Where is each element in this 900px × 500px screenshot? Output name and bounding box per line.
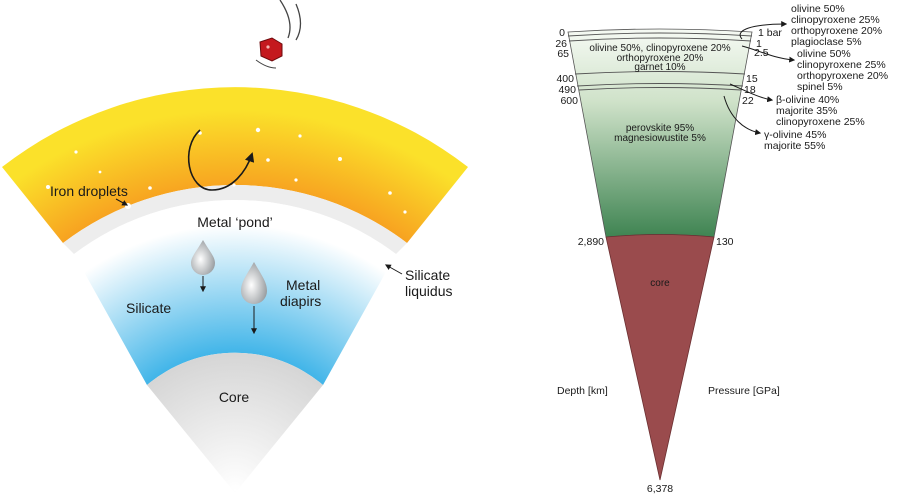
callout-beta-2: majorite 35% bbox=[776, 105, 837, 117]
depth-65: 65 bbox=[557, 48, 569, 60]
callout-crust-3: orthopyroxene 20% bbox=[791, 25, 882, 37]
magma-ocean-layer bbox=[2, 87, 468, 243]
callout-spinel-4: spinel 5% bbox=[797, 81, 843, 93]
pressure-130: 130 bbox=[716, 236, 734, 248]
callout-spinel-1: olivine 50% bbox=[797, 48, 851, 60]
callout-crust-4: plagioclase 5% bbox=[791, 36, 862, 48]
metal-diapirs-label-line2: diapirs bbox=[280, 293, 321, 309]
callout-beta-1: β-olivine 40% bbox=[776, 94, 839, 106]
upper-mantle-line1: olivine 50%, clinopyroxene 20% bbox=[589, 43, 730, 54]
pressure-1: 1 bbox=[756, 38, 762, 50]
callout-gamma-2: majorite 55% bbox=[764, 140, 825, 152]
core-label: Core bbox=[219, 389, 250, 405]
metal-diapir-small bbox=[191, 240, 215, 293]
depth-490: 490 bbox=[558, 84, 576, 96]
callout-spinel: olivine 50% clinopyroxene 25% orthopyrox… bbox=[797, 48, 888, 93]
right-earth-section: 0 26 65 400 490 600 2,890 6,378 1 bar 1 … bbox=[555, 3, 888, 495]
core-region bbox=[147, 352, 323, 493]
metal-pond-layer bbox=[63, 184, 407, 254]
callout-beta: β-olivine 40% majorite 35% clinopyroxene… bbox=[776, 94, 865, 128]
left-wedge-diagram: Iron droplets Metal ‘pond’ Silicate liqu… bbox=[2, 0, 468, 493]
pressure-2-5: 2.5 bbox=[754, 47, 769, 59]
silicate-label: Silicate bbox=[126, 300, 171, 316]
callout-spinel-2: clinopyroxene 25% bbox=[797, 59, 886, 71]
depth-600: 600 bbox=[560, 95, 578, 107]
callout-gamma: γ-olivine 45% majorite 55% bbox=[764, 129, 826, 152]
callout-crust-2: clinopyroxene 25% bbox=[791, 14, 880, 26]
callout-crust: olivine 50% clinopyroxene 25% orthopyrox… bbox=[791, 3, 882, 48]
silicate-liquidus-label-line1: Silicate bbox=[405, 267, 450, 283]
depth-0: 0 bbox=[559, 27, 565, 39]
depth-2890: 2,890 bbox=[578, 236, 604, 248]
iron-droplets-leader bbox=[115, 198, 129, 206]
depth-400: 400 bbox=[556, 73, 574, 85]
convection-arrow bbox=[187, 129, 255, 191]
metal-diapir-large bbox=[241, 262, 267, 335]
callout-arrows bbox=[723, 21, 796, 136]
silicate-layer bbox=[74, 199, 396, 385]
core-wedge bbox=[605, 234, 715, 481]
impactor-icon bbox=[255, 0, 302, 69]
callout-spinel-3: orthopyroxene 20% bbox=[797, 70, 888, 82]
depth-6378: 6,378 bbox=[647, 483, 673, 495]
iron-droplets bbox=[46, 127, 407, 214]
iron-droplets-label: Iron droplets bbox=[50, 183, 128, 199]
metal-diapirs-label-line1: Metal bbox=[286, 277, 320, 293]
depth-26: 26 bbox=[555, 38, 567, 50]
core-layer-label: core bbox=[650, 278, 670, 289]
lower-mantle-line2: magnesiowustite 5% bbox=[614, 133, 706, 144]
silicate-liquidus-leader bbox=[384, 264, 403, 275]
silicate-liquidus-label-line2: liquidus bbox=[405, 283, 452, 299]
upper-mantle-line2: orthopyroxene 20% bbox=[617, 53, 704, 64]
pressure-1bar: 1 bar bbox=[758, 27, 782, 39]
layer-boundaries bbox=[567, 32, 753, 91]
callout-beta-3: clinopyroxene 25% bbox=[776, 116, 865, 128]
callout-gamma-1: γ-olivine 45% bbox=[764, 129, 826, 141]
depth-axis-label: Depth [km] bbox=[557, 385, 608, 397]
pressure-18: 18 bbox=[744, 84, 756, 96]
pressure-axis-label: Pressure [GPa] bbox=[708, 385, 780, 397]
pressure-15: 15 bbox=[746, 73, 758, 85]
upper-mantle-line3: garnet 10% bbox=[634, 62, 685, 73]
pressure-22: 22 bbox=[742, 95, 754, 107]
pressure-labels: 1 bar 1 2.5 15 18 22 130 bbox=[716, 27, 782, 248]
depth-labels: 0 26 65 400 490 600 2,890 6,378 bbox=[555, 27, 673, 495]
lower-mantle-line1: perovskite 95% bbox=[626, 123, 694, 134]
callout-crust-1: olivine 50% bbox=[791, 3, 845, 15]
metal-pond-label: Metal ‘pond’ bbox=[197, 214, 273, 230]
